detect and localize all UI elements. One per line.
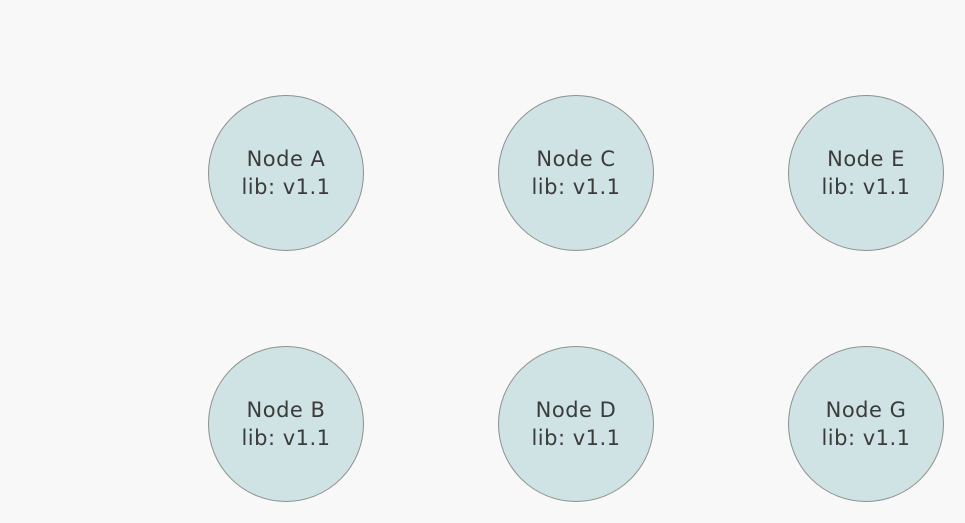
node-label: Node E [827, 147, 905, 171]
node-lib-version: lib: v1.1 [531, 426, 621, 450]
node-lib-version: lib: v1.1 [241, 175, 331, 199]
node-label: Node B [246, 398, 326, 422]
node-lib-version: lib: v1.1 [821, 175, 911, 199]
node-label: Node C [536, 147, 616, 171]
node-lib-version: lib: v1.1 [531, 175, 621, 199]
node-a[interactable]: Node A lib: v1.1 [208, 95, 364, 251]
node-d[interactable]: Node D lib: v1.1 [498, 346, 654, 502]
node-label: Node A [246, 147, 326, 171]
node-b[interactable]: Node B lib: v1.1 [208, 346, 364, 502]
node-lib-version: lib: v1.1 [241, 426, 331, 450]
node-label: Node D [535, 398, 617, 422]
node-e[interactable]: Node E lib: v1.1 [788, 95, 944, 251]
node-c[interactable]: Node C lib: v1.1 [498, 95, 654, 251]
node-lib-version: lib: v1.1 [821, 426, 911, 450]
node-g[interactable]: Node G lib: v1.1 [788, 346, 944, 502]
node-label: Node G [825, 398, 907, 422]
